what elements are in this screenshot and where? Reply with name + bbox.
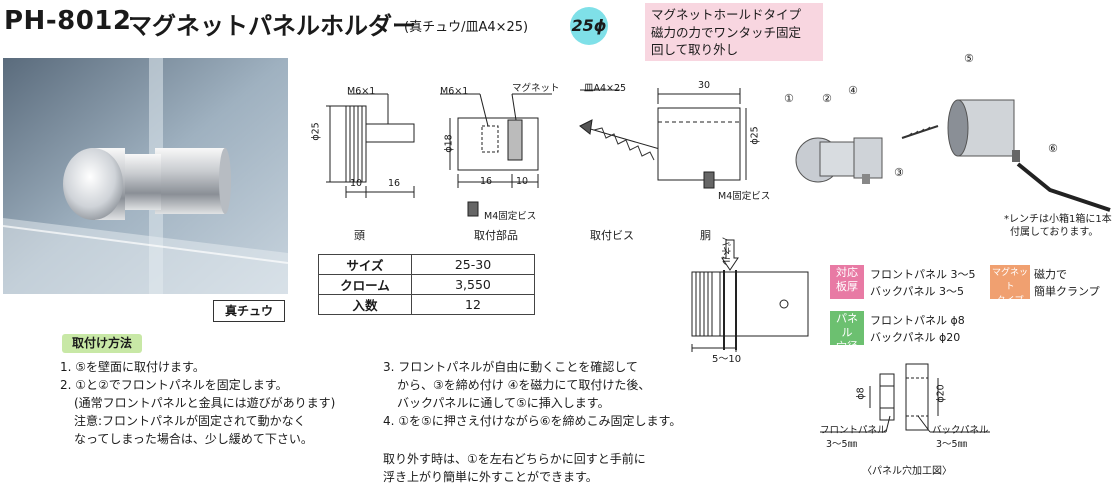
method-step: 3. フロントパネルが自由に動くことを確認して xyxy=(383,360,638,374)
head-thread-label: M6×1 xyxy=(347,86,376,97)
hole-drawing xyxy=(820,363,990,433)
screw-drawing xyxy=(579,89,671,161)
size-badge: 25ϕ xyxy=(570,7,608,45)
base-drawing xyxy=(440,93,552,217)
magnet-chip: マグネット タイプ xyxy=(990,265,1030,306)
method-step: 4. ①を⑤に押さえ付けながら⑥を締めこみ固定します。 xyxy=(383,414,682,428)
method-step: 2. ①と②でフロントパネルを固定します。 xyxy=(60,378,288,392)
chip-text: マグネット xyxy=(992,268,1029,292)
spec-header: サイズ xyxy=(318,254,412,275)
magnet-line: 磁力で xyxy=(1034,268,1067,281)
method-step: 注意:フロントパネルが固定されて動かなく xyxy=(74,414,306,428)
thickness-line: バックパネル 3〜5 xyxy=(870,285,964,298)
method-step: (通常フロントパネルと金具には遊びがあります) xyxy=(74,396,336,410)
base-dia-label: ϕ18 xyxy=(443,134,455,153)
spec-value: 12 xyxy=(411,294,535,315)
method-label: 取付け方法 xyxy=(62,334,142,353)
part-number-3: ③ xyxy=(894,166,904,179)
method-left: 1. ⑤を壁面に取付けます。 2. ①と②でフロントパネルを固定します。 (通常… xyxy=(60,358,335,448)
magnet-line: 簡単クランプ xyxy=(1034,285,1100,298)
hole-back-label: バックパネル xyxy=(932,425,989,436)
method-step: から、③を締め付け ④を磁力にて取付けた後、 xyxy=(397,378,651,392)
screw-caption: 取付ビス xyxy=(590,229,634,242)
hole-back-thickness: 3〜5㎜ xyxy=(936,439,968,450)
head-caption: 頭 xyxy=(354,229,365,242)
spec-header: 入数 xyxy=(318,294,412,315)
head-dia-label: ϕ25 xyxy=(310,122,322,141)
panel-label: パネル xyxy=(719,236,731,266)
table-row: 入数 12 xyxy=(318,294,535,315)
magnet-line: マグネットホールドタイプ xyxy=(651,7,802,22)
product-subtitle: (真チュウ/皿A4×25) xyxy=(404,20,529,35)
chip-text: 対応 xyxy=(836,266,858,279)
part-number-4: ④ xyxy=(848,84,858,97)
base-dim-b: 10 xyxy=(516,176,529,187)
hole-front-thickness: 3〜5㎜ xyxy=(826,439,858,450)
body-drawing xyxy=(657,88,747,189)
hole-large-dia: ϕ20 xyxy=(935,384,947,403)
product-photo xyxy=(3,58,288,294)
chip-text: パネル xyxy=(836,312,858,339)
removal-line: 取り外す時は、①を左右どちらかに回すと手前に xyxy=(383,452,646,466)
method-step: なってしまった場合は、少し緩めて下さい。 xyxy=(74,432,313,446)
panel-drawing xyxy=(691,239,809,352)
magnet-line: 回して取り外し xyxy=(651,42,739,57)
part-number-2: ② xyxy=(822,92,832,105)
thickness-chip: 対応 板厚 xyxy=(830,265,864,299)
table-row: クローム 3,550 xyxy=(318,274,535,295)
spec-value: 25-30 xyxy=(411,254,535,275)
method-right: 3. フロントパネルが自由に動くことを確認して から、③を締め付け ④を磁力にて… xyxy=(383,358,681,430)
head-drawing xyxy=(326,93,415,198)
panel-range: 5〜10 xyxy=(712,354,742,365)
magnet-line: 磁力の力でワンタッチ固定 xyxy=(651,24,802,40)
chip-text: 板厚 xyxy=(836,280,858,293)
base-caption: 取付部品 xyxy=(474,229,518,242)
head-dim-b: 16 xyxy=(388,178,401,189)
material-label: 真チュウ xyxy=(213,300,285,322)
part-number-5: ⑤ xyxy=(964,52,974,65)
removal-line: 浮き上がり簡単に外すことができます。 xyxy=(383,470,598,484)
chip-text: タイプ xyxy=(996,296,1024,306)
body-width-label: 30 xyxy=(698,80,711,91)
hole-front-label: フロントパネル xyxy=(820,425,887,436)
product-code: PH-8012 xyxy=(4,6,132,36)
body-dia-label: ϕ25 xyxy=(749,126,761,145)
spec-header: クローム xyxy=(318,274,412,295)
exploded-view xyxy=(795,99,1111,212)
part-number-1: ① xyxy=(784,92,794,105)
product-name: マグネットパネルホルダー xyxy=(128,12,416,40)
chip-text: 穴径 xyxy=(836,340,858,353)
table-row: サイズ 25-30 xyxy=(318,254,535,275)
hole-line: バックパネル ϕ20 xyxy=(870,331,961,344)
wrench-note-1: *レンチは小箱1箱に1本 xyxy=(1004,214,1112,225)
body-caption: 胴 xyxy=(700,229,711,242)
magnet-type-box: マグネットホールドタイプ 磁力の力でワンタッチ固定 回して取り外し xyxy=(645,3,823,61)
screw-label: 皿A4×25 xyxy=(584,83,627,94)
base-magnet-label: マグネット xyxy=(512,83,560,94)
hole-caption: 〈パネル穴加工図〉 xyxy=(862,466,952,477)
method-step: 1. ⑤を壁面に取付けます。 xyxy=(60,360,205,374)
hole-small-dia: ϕ8 xyxy=(855,387,867,400)
method-step: バックパネルに通して⑤に挿入します。 xyxy=(397,396,610,410)
base-screw-label: M4固定ビス xyxy=(484,211,537,222)
wrench-note-2: 付属しております。 xyxy=(1010,227,1099,238)
spec-table: サイズ 25-30 クローム 3,550 入数 12 xyxy=(318,254,535,315)
part-number-6: ⑥ xyxy=(1048,142,1058,155)
removal-note: 取り外す時は、①を左右どちらかに回すと手前に 浮き上がり簡単に外すことができます… xyxy=(383,450,646,486)
base-dim-a: 16 xyxy=(480,176,493,187)
head-dim-a: 10 xyxy=(350,178,363,189)
base-thread-label: M6×1 xyxy=(440,86,469,97)
thickness-line: フロントパネル 3〜5 xyxy=(870,268,976,281)
hole-chip: パネル 穴径 xyxy=(830,311,864,353)
technical-drawings xyxy=(326,88,1111,433)
hole-line: フロントパネル ϕ8 xyxy=(870,314,965,327)
spec-value: 3,550 xyxy=(411,274,535,295)
body-screw-label: M4固定ビス xyxy=(718,191,771,202)
